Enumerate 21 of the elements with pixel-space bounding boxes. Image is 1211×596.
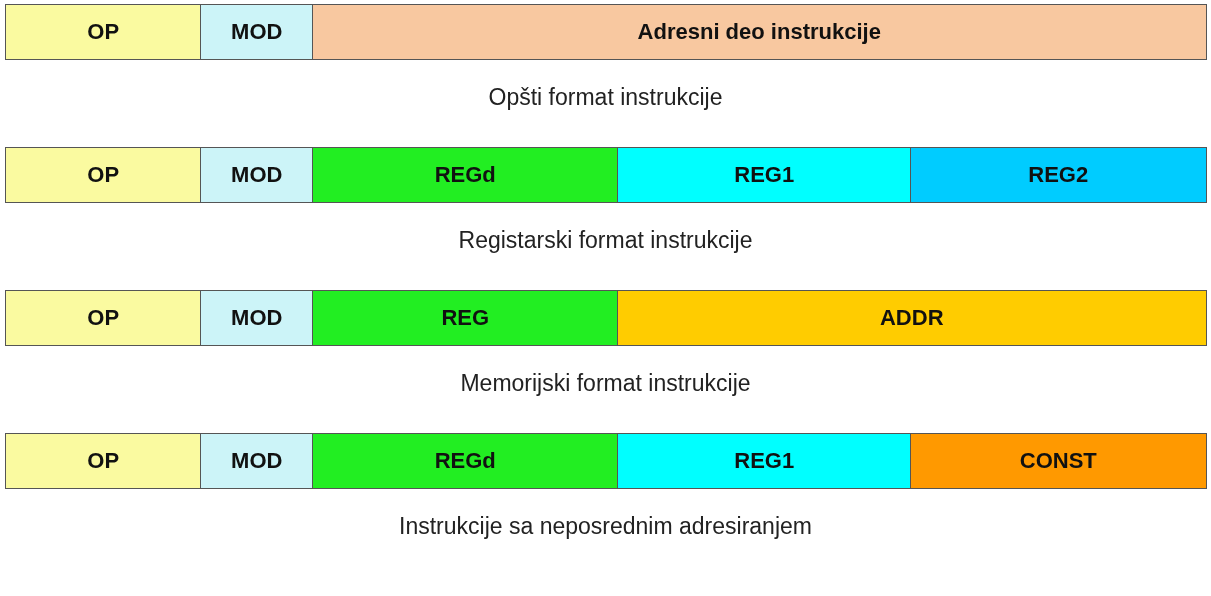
instruction-field: REGd — [312, 433, 619, 489]
instruction-field: MOD — [200, 4, 314, 60]
instruction-field: REG2 — [910, 147, 1207, 203]
format-caption: Registarski format instrukcije — [457, 227, 754, 254]
instruction-field: ADDR — [617, 290, 1207, 346]
instruction-field: OP — [5, 147, 202, 203]
instruction-field: Adresni deo instrukcije — [312, 4, 1207, 60]
instruction-field: OP — [5, 433, 202, 489]
instruction-field: CONST — [910, 433, 1207, 489]
format-caption: Instrukcije sa neposrednim adresiranjem — [398, 513, 813, 540]
instruction-field: OP — [5, 4, 202, 60]
instruction-field: MOD — [200, 433, 314, 489]
instruction-field: REG1 — [617, 147, 912, 203]
format-caption: Opšti format instrukcije — [487, 84, 724, 111]
instruction-field: MOD — [200, 290, 314, 346]
instruction-field: MOD — [200, 147, 314, 203]
instruction-field: REG1 — [617, 433, 912, 489]
format-caption: Memorijski format instrukcije — [459, 370, 752, 397]
instruction-field: REGd — [312, 147, 619, 203]
instruction-field: REG — [312, 290, 619, 346]
instruction-field: OP — [5, 290, 202, 346]
